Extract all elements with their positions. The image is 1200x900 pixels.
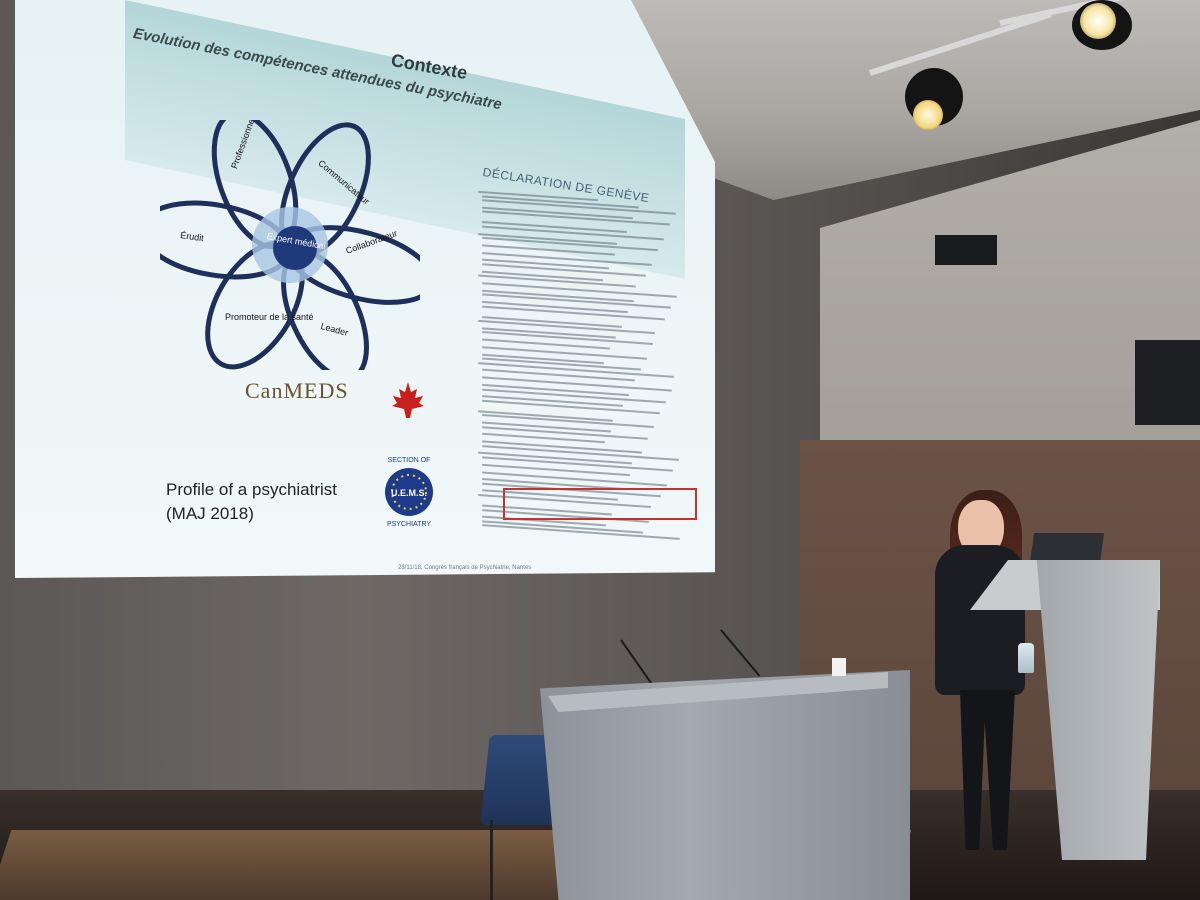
profile-line-2: (MAJ 2018): [166, 504, 254, 523]
wall-speaker: [935, 235, 997, 265]
role-health-advocate: Promoteur de la santé: [225, 312, 314, 322]
slide-footer: 28/11/18, Congrès français de Psychiatri…: [398, 565, 532, 571]
uems-logo-icon: SECTION OF U.E.M.S. PSYCHIATRY: [385, 457, 433, 528]
water-bottle: [1018, 643, 1034, 673]
canmeds-logo: CanMEDS: [245, 378, 349, 403]
declaration-text-line: [482, 346, 647, 360]
laptop: [1029, 533, 1105, 563]
role-professional: Professionnel: [229, 120, 257, 170]
center-core: [273, 226, 317, 270]
role-scholar: Érudit: [180, 230, 205, 243]
svg-text:U.E.M.S.: U.E.M.S.: [391, 488, 427, 498]
svg-text:PSYCHIATRY: PSYCHIATRY: [387, 521, 431, 528]
profile-line-1: Profile of a psychiatrist: [166, 480, 338, 499]
spotlight-lens: [913, 100, 943, 130]
paper-cup: [832, 658, 846, 676]
maple-leaf-icon: [392, 382, 424, 418]
highlighted-clause-box: [503, 488, 697, 520]
role-leader: Leader: [320, 321, 350, 338]
profile-caption: Profile of a psychiatrist (MAJ 2018): [166, 478, 337, 526]
loudspeaker-box: [1135, 340, 1200, 425]
spotlight-lens: [1080, 3, 1116, 39]
svg-text:SECTION OF: SECTION OF: [388, 457, 431, 464]
canmeds-flower-diagram: Expert médical Professionnel Communicate…: [160, 120, 420, 370]
